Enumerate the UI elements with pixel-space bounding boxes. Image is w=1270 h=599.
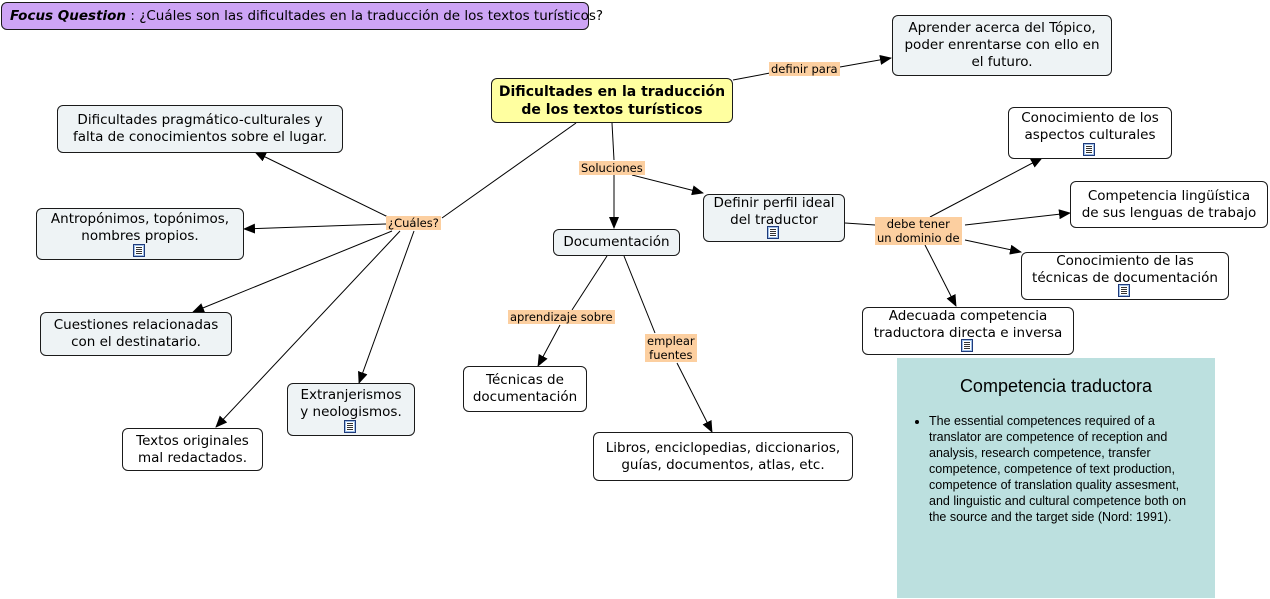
- concept-conocimiento-culturales-text: Conocimiento de los aspectos culturales: [1021, 110, 1159, 143]
- link-cuales-antroponimos: [243, 223, 387, 234]
- concept-textos[interactable]: Textos originales mal redactados.: [122, 428, 263, 471]
- info-panel-title: Competencia traductora: [959, 376, 1153, 396]
- link-cuales-textos: [215, 230, 401, 428]
- document-icon[interactable]: [344, 420, 356, 433]
- concept-adecuada[interactable]: Adecuada competencia traductora directa …: [862, 307, 1074, 355]
- concept-tecnicas-text: Técnicas de documentación: [472, 372, 578, 405]
- concept-cuestiones-text: Cuestiones relacionadas con el destinata…: [53, 317, 219, 350]
- document-icon[interactable]: [767, 226, 779, 239]
- concept-tecnicas[interactable]: Técnicas de documentación: [463, 366, 587, 412]
- concept-perfil[interactable]: Definir perfil ideal del traductor: [703, 194, 845, 242]
- link-cuales-extranjerismos: [358, 230, 415, 384]
- concept-competencia-linguistica[interactable]: Competencia lingüística de sus lenguas d…: [1070, 181, 1268, 228]
- concept-extranjerismos[interactable]: Extranjerismos y neologismos.: [287, 383, 415, 436]
- concept-conocimiento-tecnicas[interactable]: Conocimiento de las técnicas de document…: [1021, 252, 1229, 300]
- link-label-debe-tener: debe tener un dominio de: [875, 217, 962, 245]
- link-soluciones-perfil: [631, 174, 704, 196]
- link-cuales-cuestiones: [192, 230, 393, 313]
- concept-aprender-text: Aprender acerca del Tópico, poder enrent…: [904, 20, 1100, 70]
- concept-aprender[interactable]: Aprender acerca del Tópico, poder enrent…: [892, 15, 1112, 76]
- concept-libros-text: Libros, enciclopedias, diccionarios, guí…: [605, 439, 841, 473]
- document-icon[interactable]: [1083, 143, 1095, 156]
- concept-documentacion-text: Documentación: [563, 234, 670, 250]
- info-panel: Competencia traductora The essential com…: [897, 358, 1215, 598]
- link-label-aprendizaje-sobre: aprendizaje sobre: [508, 310, 615, 324]
- link-emplear-libros: [676, 362, 713, 433]
- link-label-definir-para: definir para: [769, 62, 840, 76]
- focus-question-separator: :: [126, 8, 140, 24]
- concept-conocimiento-culturales[interactable]: Conocimiento de los aspectos culturales: [1008, 107, 1172, 159]
- link-perfil-debe: [844, 222, 876, 226]
- concept-adecuada-text: Adecuada competencia traductora directa …: [873, 308, 1063, 341]
- concept-libros[interactable]: Libros, enciclopedias, diccionarios, guí…: [593, 432, 853, 481]
- link-center-soluciones: [611, 122, 615, 161]
- focus-question-text: ¿Cuáles son las dificultades en la tradu…: [139, 8, 604, 24]
- concept-center-text: Dificultades en la traducción de los tex…: [498, 83, 726, 118]
- link-label-cuales: ¿Cuáles?: [386, 216, 441, 230]
- link-aprendizaje-tecnicas: [537, 324, 561, 367]
- link-label-emplear-fuentes: emplear fuentes: [645, 334, 697, 362]
- info-panel-list: The essential competences required of a …: [915, 413, 1197, 525]
- concept-cuestiones[interactable]: Cuestiones relacionadas con el destinata…: [40, 312, 232, 356]
- focus-question: Focus Question : ¿Cuáles son las dificul…: [1, 2, 603, 30]
- document-icon[interactable]: [133, 244, 145, 257]
- concept-competencia-linguistica-text: Competencia lingüística de sus lenguas d…: [1081, 187, 1257, 221]
- document-icon[interactable]: [1118, 284, 1130, 297]
- concept-extranjerismos-text: Extranjerismos y neologismos.: [300, 386, 402, 420]
- focus-question-label: Focus Question: [10, 8, 127, 24]
- link-debe-culturales: [929, 157, 1043, 218]
- link-debe-tecnicas: [964, 239, 1022, 255]
- concept-conocimiento-tecnicas-text: Conocimiento de las técnicas de document…: [1032, 253, 1218, 286]
- link-label-soluciones: Soluciones: [579, 161, 645, 175]
- concept-antroponimos-text: Antropónimos, topónimos, nombres propios…: [50, 211, 230, 244]
- link-cuales-pragmatico: [254, 151, 391, 219]
- document-icon[interactable]: [961, 339, 973, 352]
- link-center-cuales: [441, 122, 577, 219]
- link-debe-adecuada: [924, 244, 957, 307]
- link-center-definir: [732, 72, 771, 81]
- concept-antroponimos[interactable]: Antropónimos, topónimos, nombres propios…: [36, 208, 244, 260]
- concept-textos-text: Textos originales mal redactados.: [136, 432, 249, 466]
- info-panel-bullet: The essential competences required of a …: [929, 413, 1197, 525]
- concept-center[interactable]: Dificultades en la traducción de los tex…: [491, 78, 733, 123]
- concept-perfil-text: Definir perfil ideal del traductor: [713, 195, 835, 228]
- link-documentacion-emplear: [623, 255, 656, 334]
- concept-pragmatico-text: Dificultades pragmático-culturales y fal…: [73, 112, 327, 145]
- link-documentacion-aprendizaje: [571, 255, 608, 311]
- concept-documentacion[interactable]: Documentación: [553, 229, 680, 256]
- concept-pragmatico[interactable]: Dificultades pragmático-culturales y fal…: [57, 105, 343, 153]
- link-definir-aprender: [839, 54, 892, 68]
- link-debe-linguistica: [964, 209, 1071, 226]
